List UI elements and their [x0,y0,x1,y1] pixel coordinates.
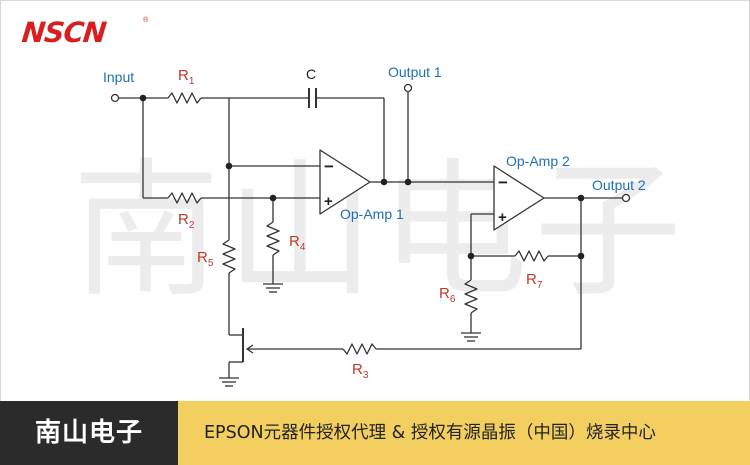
resistor-r7 [514,250,549,262]
output-1-terminal [403,83,413,93]
junction-dots [139,94,585,260]
resistor-r4-label: R4 [289,233,306,253]
opamp-2-label: Op-Amp 2 [506,153,570,169]
nscn-logo: NSCN [20,16,108,49]
resistor-r6-label: R6 [439,285,456,305]
opamp-2-symbol [493,165,545,231]
opamp-2-plus: + [498,209,507,226]
opamp-1-label: Op-Amp 1 [340,206,404,222]
resistor-r3-label: R3 [352,361,369,381]
resistor-r5 [222,239,236,274]
resistor-r4 [266,221,280,256]
ground-fet [219,377,239,387]
opamp-1-symbol [319,149,371,215]
footer-tagline: EPSON元器件授权代理 & 授权有源晶振（中国）烧录中心 [178,401,750,465]
resistor-r6 [464,279,478,314]
output-2-terminal [621,193,631,203]
input-terminal [110,93,120,103]
resistor-r2-label: R2 [178,211,195,231]
resistor-r1-label: R1 [178,67,195,87]
resistor-r5-label: R5 [197,249,214,269]
watermark-text: 南山电子 [72,145,688,317]
registered-mark: ® [143,17,149,24]
capacitor-label: C [306,66,316,82]
opamp-1-plus: + [324,193,333,210]
ground-r6 [461,332,481,342]
resistor-r1 [167,92,202,104]
opamp-2-minus: − [498,173,508,192]
fet-gate-arrow [246,344,254,354]
input-label: Input [103,69,134,85]
output-1-label: Output 1 [388,64,442,80]
resistor-r2 [167,192,202,204]
ground-r4 [263,283,283,293]
circuit-diagram: 南山电子 [72,64,688,387]
footer-brand: 南山电子 [0,401,178,465]
resistor-r7-label: R7 [526,271,543,291]
resistor-r3 [342,343,377,355]
output-2-label: Output 2 [592,177,646,193]
opamp-1-minus: − [324,157,334,176]
